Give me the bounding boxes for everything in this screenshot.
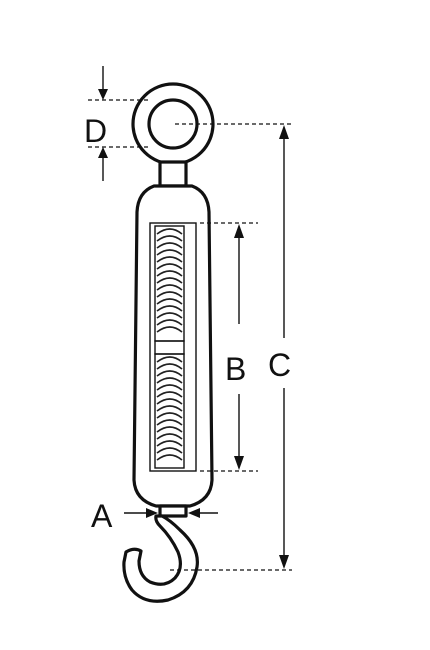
hook-end — [122, 504, 199, 603]
label-b: B — [225, 351, 246, 387]
thread-arc — [156, 242, 183, 249]
thread-arc — [156, 447, 183, 454]
thread-arc — [156, 319, 183, 326]
thread-arc — [156, 263, 183, 270]
thread-arc — [156, 419, 183, 426]
thread-arc — [156, 412, 183, 419]
thread-arc — [156, 270, 183, 277]
thread-arc — [156, 391, 183, 398]
thread-arc — [156, 454, 183, 461]
thread-arc — [156, 249, 183, 256]
thread-arc — [156, 326, 183, 333]
label-a: A — [91, 498, 113, 534]
thread-arc — [156, 228, 183, 235]
label-c: C — [268, 347, 291, 383]
thread-arc — [156, 277, 183, 284]
thread-arc — [156, 363, 183, 370]
thread-arc — [156, 384, 183, 391]
thread-arc — [156, 312, 183, 319]
thread-arc — [156, 291, 183, 298]
thread-arc — [156, 405, 183, 412]
thread-arc — [156, 305, 183, 312]
thread-arc — [156, 256, 183, 263]
thread-lines — [156, 228, 183, 461]
label-d: D — [84, 113, 107, 149]
thread-arc — [156, 235, 183, 242]
thread-arc — [156, 433, 183, 440]
thread-arc — [156, 356, 183, 363]
thread-arc — [156, 440, 183, 447]
eye-end — [131, 82, 215, 188]
thread-arc — [156, 370, 183, 377]
dimension-d: D — [84, 66, 150, 181]
thread-arc — [156, 284, 183, 291]
thread-arc — [156, 298, 183, 305]
thread-arc — [156, 398, 183, 405]
turnbuckle-body — [132, 184, 214, 508]
thread-arc — [156, 377, 183, 384]
dimension-b: B — [200, 222, 258, 472]
thread-arc — [156, 426, 183, 433]
dimension-a: A — [91, 498, 218, 534]
dimension-c: C — [170, 123, 292, 571]
